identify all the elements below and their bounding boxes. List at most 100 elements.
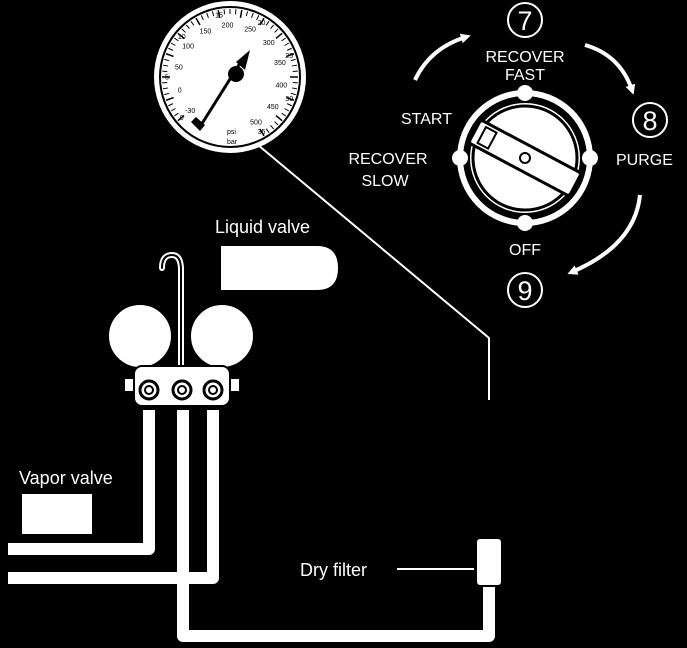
- gauge-tick: [168, 47, 174, 51]
- manifold-valve-right[interactable]: [202, 379, 224, 401]
- gauge-bar-label: 30: [285, 96, 293, 103]
- gauge-tick: [165, 53, 174, 58]
- gauge-tick: [162, 64, 169, 67]
- gauge-tick: [174, 37, 179, 42]
- gauge-leader-line: [257, 144, 490, 400]
- dial-dot-top: [517, 85, 533, 101]
- gauge-psi-label: 150: [200, 29, 212, 36]
- gauge-tick: [181, 28, 186, 33]
- gauge-tick: [245, 11, 249, 17]
- gauge-tick: [286, 103, 292, 107]
- label-purge: PURGE: [616, 152, 673, 169]
- gauge-needle-tip: [236, 50, 250, 70]
- gauge-tick: [190, 21, 195, 26]
- gauge-tick: [290, 58, 296, 62]
- gauge-tick: [168, 103, 174, 107]
- arrow-purge-to-off: [567, 194, 642, 275]
- gauge-bar-label: 25: [285, 53, 293, 60]
- gauge-ticks: [162, 9, 298, 137]
- gauge-tick: [239, 9, 243, 19]
- label-dry-filter: Dry filter: [300, 560, 367, 580]
- mode-dial: [452, 85, 598, 231]
- dial-dot-right: [582, 150, 598, 166]
- manifold-valve-left[interactable]: [138, 379, 160, 401]
- dry-filter: [475, 537, 503, 587]
- gauge-needle-tail: [191, 117, 205, 131]
- gauge-tick: [291, 64, 298, 67]
- label-start: START: [401, 111, 452, 128]
- manifold-gauge-right: [189, 303, 255, 369]
- gauge-tick: [170, 42, 176, 46]
- gauge-tick: [270, 124, 275, 130]
- gauge-tick: [164, 92, 170, 96]
- gauge-bar-label: 35: [258, 129, 266, 136]
- gauge-tick: [265, 128, 270, 133]
- gauge-bar-label: 15: [215, 12, 223, 19]
- gauge-tick: [274, 121, 279, 126]
- gauge-tick: [281, 112, 286, 117]
- manifold-assembly: [107, 251, 255, 407]
- gauge-tick: [162, 87, 169, 90]
- label-liquid-valve: Liquid valve: [215, 217, 310, 237]
- gauge-tick: [200, 15, 204, 21]
- gauge-tick: [286, 96, 295, 101]
- gauge-tick: [274, 28, 279, 33]
- liquid-valve-swatch: [221, 246, 338, 290]
- gauge-bar-label: 5: [165, 75, 169, 82]
- label-recover-slow-1: RECOVER: [348, 151, 427, 168]
- gauge-tick: [217, 9, 221, 19]
- step-8-number: 8: [642, 106, 657, 136]
- dial-inner-ring: [471, 104, 579, 212]
- gauge-tick: [284, 42, 290, 46]
- label-vapor-valve: Vapor valve: [19, 468, 113, 488]
- gauge-tick: [177, 32, 185, 40]
- gauge-tick: [275, 32, 283, 40]
- gauge-tick: [251, 12, 254, 18]
- hose-center: [177, 410, 495, 642]
- gauge-bar-label: 10: [178, 34, 186, 41]
- gauge-tick: [259, 128, 265, 137]
- gauge-psi-label: 300: [263, 40, 275, 47]
- gauge-psi-label: 450: [267, 104, 279, 111]
- arrow-fast-to-purge: [584, 43, 636, 95]
- label-recover-fast-2: FAST: [505, 67, 545, 84]
- label-off: OFF: [509, 242, 541, 259]
- dial-center: [519, 152, 531, 164]
- gauge-psi-label: 500: [250, 120, 262, 127]
- step-8: 8: [632, 102, 668, 138]
- gauge-tick: [284, 108, 290, 112]
- gauge-tick: [174, 112, 179, 117]
- gauge-tick: [281, 37, 286, 42]
- gauge-tick: [206, 12, 209, 18]
- arrow-start-to-fast: [413, 33, 471, 81]
- hose-left: [8, 410, 155, 555]
- dial-dot-left: [452, 150, 468, 166]
- gauge-psi-label: 350: [274, 60, 286, 67]
- gauge-tick: [275, 114, 283, 122]
- gauge-tick: [259, 17, 265, 26]
- vapor-valve-swatch: [22, 494, 92, 534]
- gauge-psi-label: 200: [222, 23, 234, 30]
- gauge-bar-label: 0: [180, 115, 184, 122]
- gauge-tick: [185, 24, 190, 30]
- label-recover-slow-2: SLOW: [361, 173, 409, 190]
- gauge-psi-label: -30: [185, 108, 195, 115]
- gauge-unit-bar: bar: [227, 139, 238, 146]
- gauge-tick: [265, 21, 270, 26]
- step-7: 7: [507, 2, 543, 38]
- dial-dot-bottom: [517, 215, 533, 231]
- step-9-number: 9: [517, 276, 532, 306]
- hose-right: [8, 410, 219, 584]
- gauge-psi-label: 250: [244, 27, 256, 34]
- manifold-valve-center[interactable]: [171, 379, 193, 401]
- gauge-tick: [164, 58, 170, 62]
- gauge-psi-label: 400: [276, 83, 288, 90]
- step-7-number: 7: [517, 6, 532, 36]
- label-recover-fast-1: RECOVER: [485, 49, 564, 66]
- gauge-psi-label: 0: [178, 88, 182, 95]
- gauge-tick: [170, 108, 176, 112]
- manifold-gauge-left: [107, 303, 173, 369]
- gauge-tick: [256, 15, 260, 21]
